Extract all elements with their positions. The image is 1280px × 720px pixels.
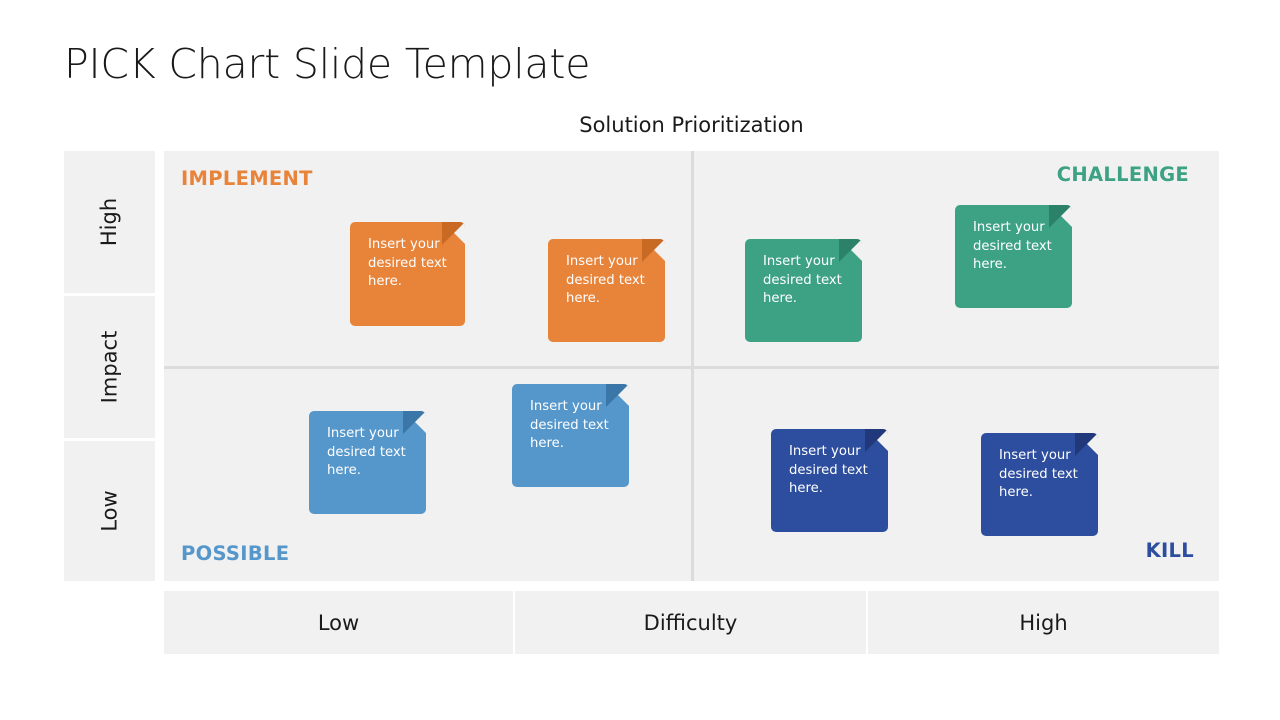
y-axis-cell-low: Low <box>64 441 155 581</box>
quadrant-label-possible: POSSIBLE <box>181 542 290 565</box>
note-folded-corner-icon <box>1075 433 1098 456</box>
sticky-note[interactable]: Insert your desired text here. <box>981 433 1098 536</box>
x-axis-label-difficulty: Difficulty <box>515 591 866 654</box>
sticky-note-text: Insert your desired text here. <box>999 448 1078 501</box>
sticky-note[interactable]: Insert your desired text here. <box>955 205 1072 308</box>
y-axis-label-low: Low <box>97 490 122 532</box>
sticky-note[interactable]: Insert your desired text here. <box>548 239 665 342</box>
sticky-note-text: Insert your desired text here. <box>530 399 609 452</box>
y-axis: High Impact Low <box>64 151 155 581</box>
sticky-note-text: Insert your desired text here. <box>327 426 406 479</box>
sticky-note[interactable]: Insert your desired text here. <box>771 429 888 532</box>
sticky-note[interactable]: Insert your desired text here. <box>745 239 862 342</box>
pick-matrix: IMPLEMENT CHALLENGE POSSIBLE KILL Insert… <box>164 151 1219 581</box>
note-folded-corner-icon <box>403 411 426 434</box>
sticky-note-text: Insert your desired text here. <box>973 220 1052 273</box>
sticky-note[interactable]: Insert your desired text here. <box>512 384 629 487</box>
note-folded-corner-icon <box>865 429 888 452</box>
y-axis-cell-impact: Impact <box>64 296 155 438</box>
y-axis-cell-high: High <box>64 151 155 293</box>
note-folded-corner-icon <box>839 239 862 262</box>
sticky-note-text: Insert your desired text here. <box>566 254 645 307</box>
quadrant-label-challenge: CHALLENGE <box>1056 163 1189 186</box>
sticky-note-text: Insert your desired text here. <box>368 237 447 290</box>
y-axis-label-high: High <box>97 197 122 247</box>
x-axis-label-low: Low <box>164 591 513 654</box>
sticky-note-text: Insert your desired text here. <box>789 444 868 497</box>
note-folded-corner-icon <box>442 222 465 245</box>
quadrant-label-kill: KILL <box>1145 539 1194 562</box>
note-folded-corner-icon <box>1049 205 1072 228</box>
x-axis-label-high: High <box>868 591 1219 654</box>
page-title: PICK Chart Slide Template <box>64 40 591 88</box>
quadrant-divider-horizontal <box>164 366 1219 369</box>
x-axis: Low Difficulty High <box>164 591 1219 654</box>
chart-subtitle: Solution Prioritization <box>579 113 804 137</box>
y-axis-label-impact: Impact <box>97 330 122 404</box>
sticky-note[interactable]: Insert your desired text here. <box>350 222 465 326</box>
sticky-note[interactable]: Insert your desired text here. <box>309 411 426 514</box>
note-folded-corner-icon <box>642 239 665 262</box>
sticky-note-text: Insert your desired text here. <box>763 254 842 307</box>
note-folded-corner-icon <box>606 384 629 407</box>
quadrant-label-implement: IMPLEMENT <box>181 167 313 190</box>
